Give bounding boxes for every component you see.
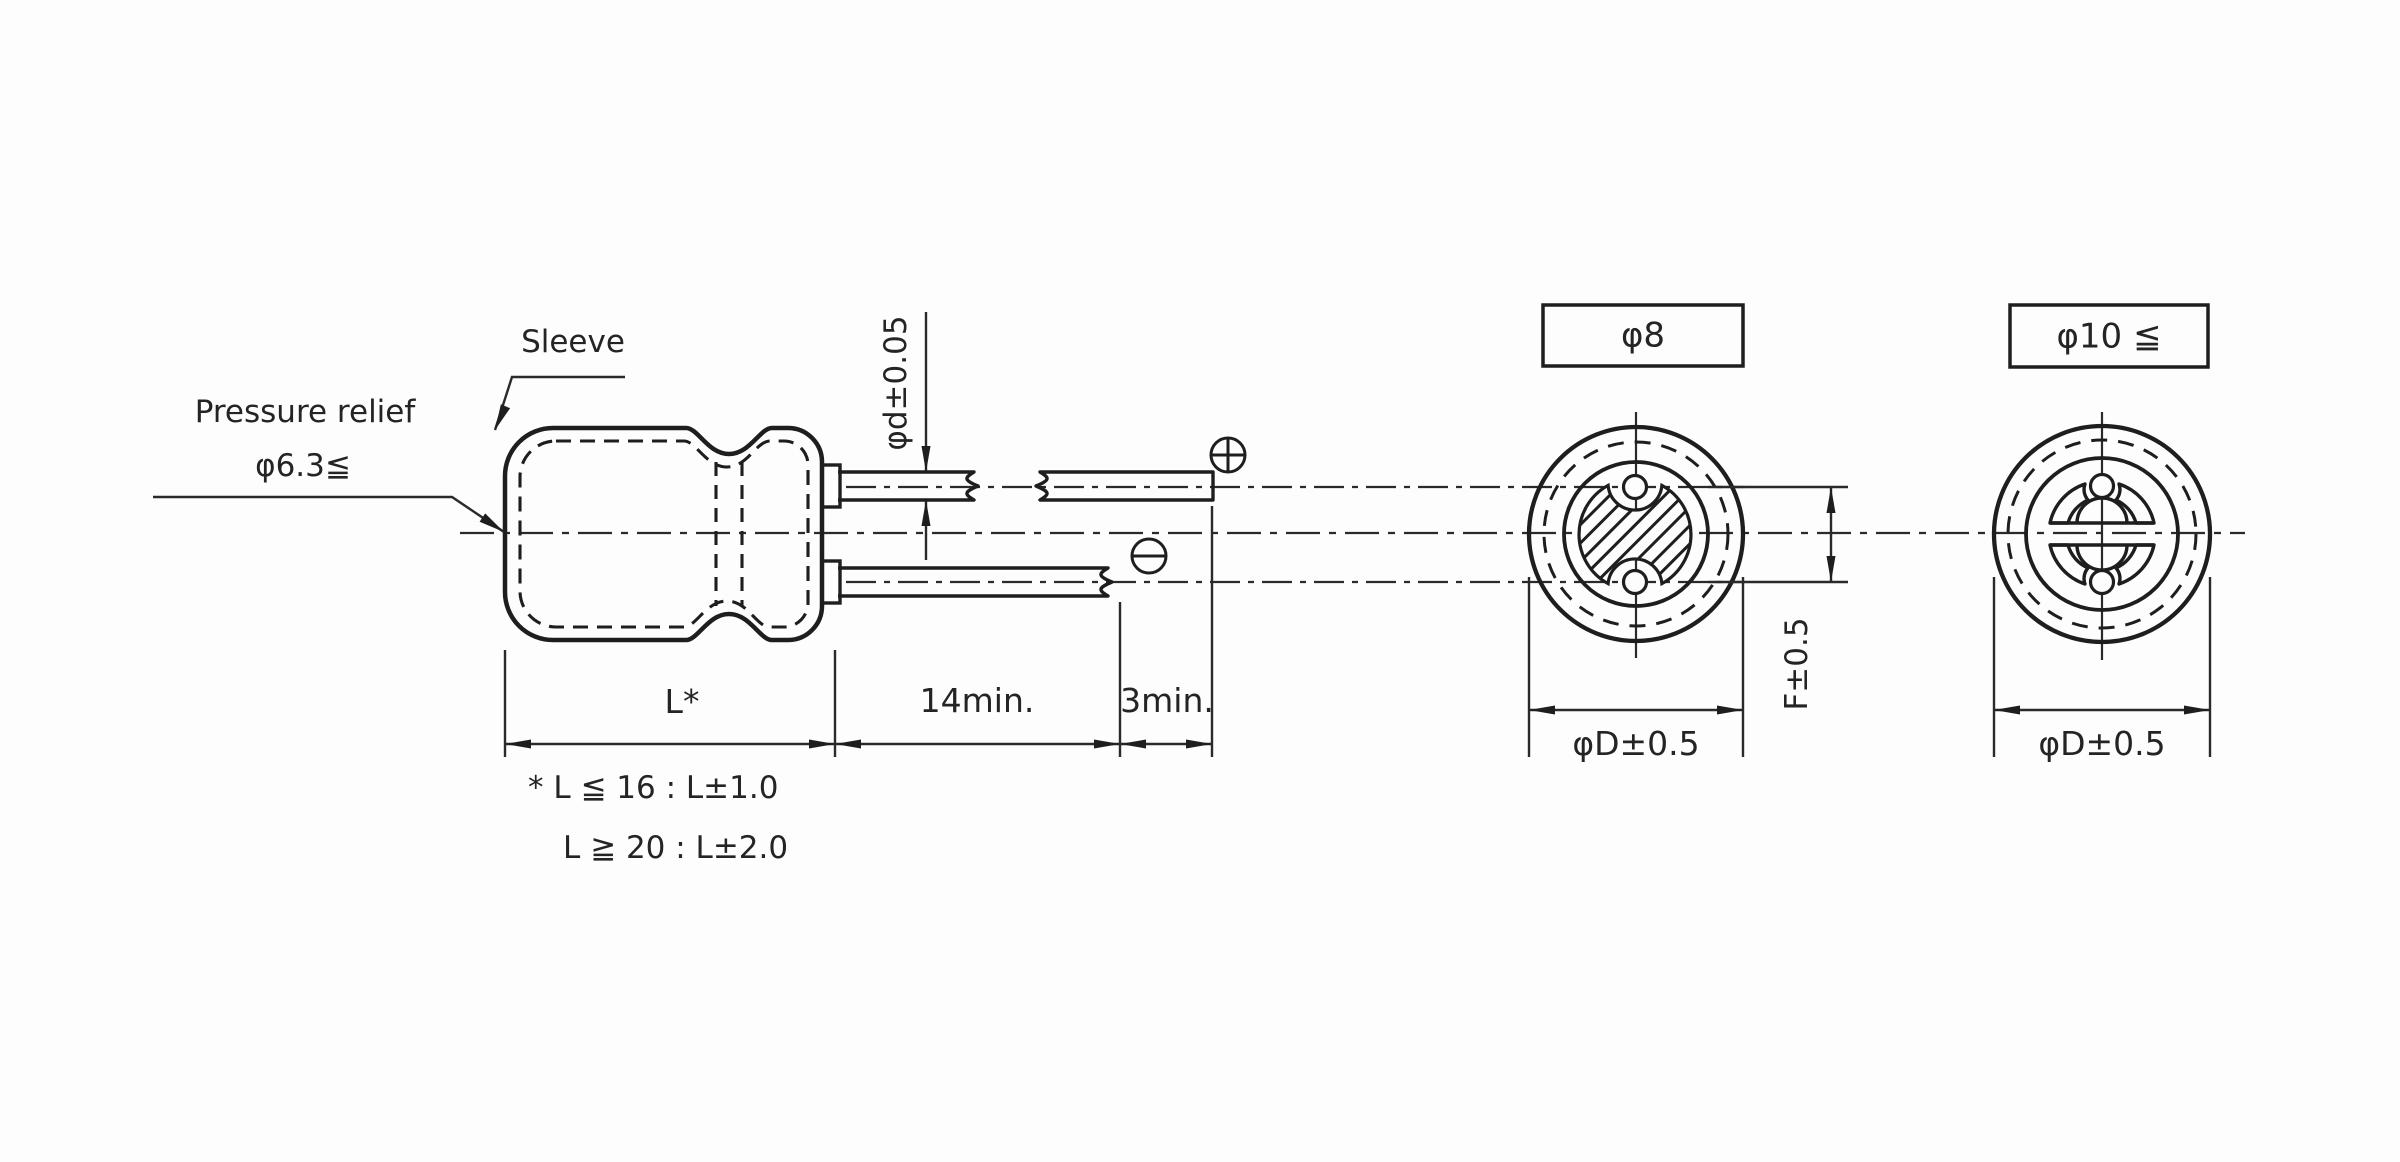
lead-spacing-dimension xyxy=(1708,485,1848,584)
phi8-title-box xyxy=(1541,303,1745,368)
capacitor-body xyxy=(502,425,842,643)
phi10-sleeve-circle xyxy=(2006,438,2198,630)
lead-spacing-dim-label: F±0.5 xyxy=(1778,617,1815,711)
phi8-outer-circle xyxy=(1526,424,1746,644)
lead-tip-dim-label: 3min. xyxy=(1120,680,1214,720)
positive-lead-segment-1 xyxy=(838,470,980,502)
pressure-relief-size-label: φ6.3≦ xyxy=(255,447,351,484)
phi10-diameter-dimension xyxy=(1992,577,2212,757)
positive-polarity-icon xyxy=(1209,436,1247,474)
phi8-lead-hole-top xyxy=(1621,473,1649,501)
phi10-lead-hole-bottom xyxy=(2088,568,2116,596)
pressure-relief-label: Pressure relief xyxy=(194,393,416,430)
center-lines xyxy=(460,485,2245,584)
phi8-vent-hatch xyxy=(1577,482,1693,587)
lead-collar-top xyxy=(820,463,842,509)
length-dimensions xyxy=(503,506,1214,757)
phi8-view-title: φ8 xyxy=(1620,315,1666,356)
phi8-diameter-dimension xyxy=(1527,577,1745,757)
leader-sleeve xyxy=(493,375,625,431)
phi8-lead-hole-bottom xyxy=(1621,568,1649,596)
phi10-title-box xyxy=(2008,303,2210,369)
leads xyxy=(838,470,1215,598)
note-line-2: L ≧ 20 : L±2.0 xyxy=(563,830,789,866)
phi8-sleeve-circle xyxy=(1542,440,1730,628)
lead-diameter-dim-label: φd±0.05 xyxy=(877,315,914,451)
note-line-1: * L ≦ 16 : L±1.0 xyxy=(528,770,779,806)
lead-collar-bottom xyxy=(820,559,842,605)
sleeve-dashed-outline xyxy=(518,439,810,629)
positive-lead-segment-2 xyxy=(1034,470,1215,502)
phi10-outer-circle xyxy=(1991,423,2213,645)
sleeve-label: Sleeve xyxy=(521,323,625,360)
end-view-phi8 xyxy=(1526,303,1746,658)
phi10-diameter-dim-label: φD±0.5 xyxy=(2038,723,2166,763)
phi8-diameter-dim-label: φD±0.5 xyxy=(1572,723,1700,763)
leader-pressure-relief xyxy=(153,495,505,533)
end-view-phi10 xyxy=(1991,303,2213,660)
body-outline xyxy=(502,425,825,643)
phi10-lead-hole-top xyxy=(2088,472,2116,500)
phi8-inner-circle xyxy=(1562,460,1710,608)
phi10-inner-circle xyxy=(2024,456,2180,612)
negative-lead-segment xyxy=(838,566,1114,598)
negative-polarity-icon xyxy=(1130,537,1168,575)
lead-length-dim-label: 14min. xyxy=(919,680,1035,720)
lead-diameter-dimension xyxy=(921,312,931,560)
phi10-view-title: φ10 ≦ xyxy=(2056,316,2162,357)
body-length-dim-label: L* xyxy=(664,681,700,721)
